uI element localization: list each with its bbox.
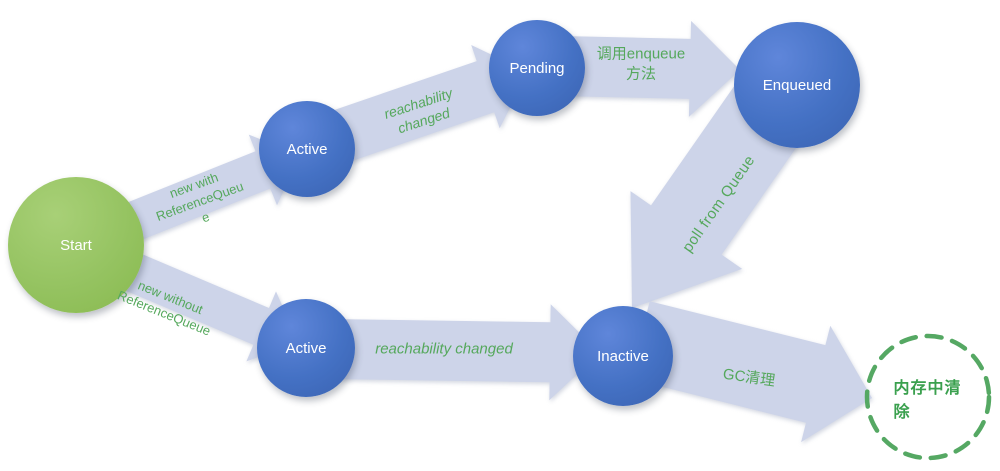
cleared-node-ring bbox=[864, 333, 992, 461]
node-enqueued: Enqueued bbox=[734, 22, 860, 148]
node-active-top: Active bbox=[259, 101, 355, 197]
node-enqueued-label: Enqueued bbox=[762, 76, 832, 94]
node-cleared-label: 内存中清除 bbox=[893, 380, 962, 421]
node-start: Start bbox=[8, 177, 144, 313]
node-active-bottom: Active bbox=[257, 299, 355, 397]
node-start-label: Start bbox=[60, 236, 92, 254]
arrow-active-bottom-to-inactive bbox=[329, 304, 600, 401]
node-inactive: Inactive bbox=[573, 306, 673, 406]
node-inactive-label: Inactive bbox=[597, 347, 649, 365]
arrow-enqueued-to-inactive bbox=[630, 85, 806, 309]
arrow-inactive-to-cleared bbox=[630, 301, 872, 443]
arrow-start-to-active-bottom bbox=[92, 239, 298, 362]
node-pending: Pending bbox=[489, 20, 585, 116]
arrow-start-to-active-top bbox=[92, 134, 300, 254]
arrow-pending-to-enqueued bbox=[559, 20, 740, 117]
node-active-bottom-label: Active bbox=[285, 339, 327, 357]
arrow-active-top-to-pending bbox=[321, 45, 528, 166]
node-active-top-label: Active bbox=[286, 140, 328, 158]
node-pending-label: Pending bbox=[509, 59, 565, 77]
